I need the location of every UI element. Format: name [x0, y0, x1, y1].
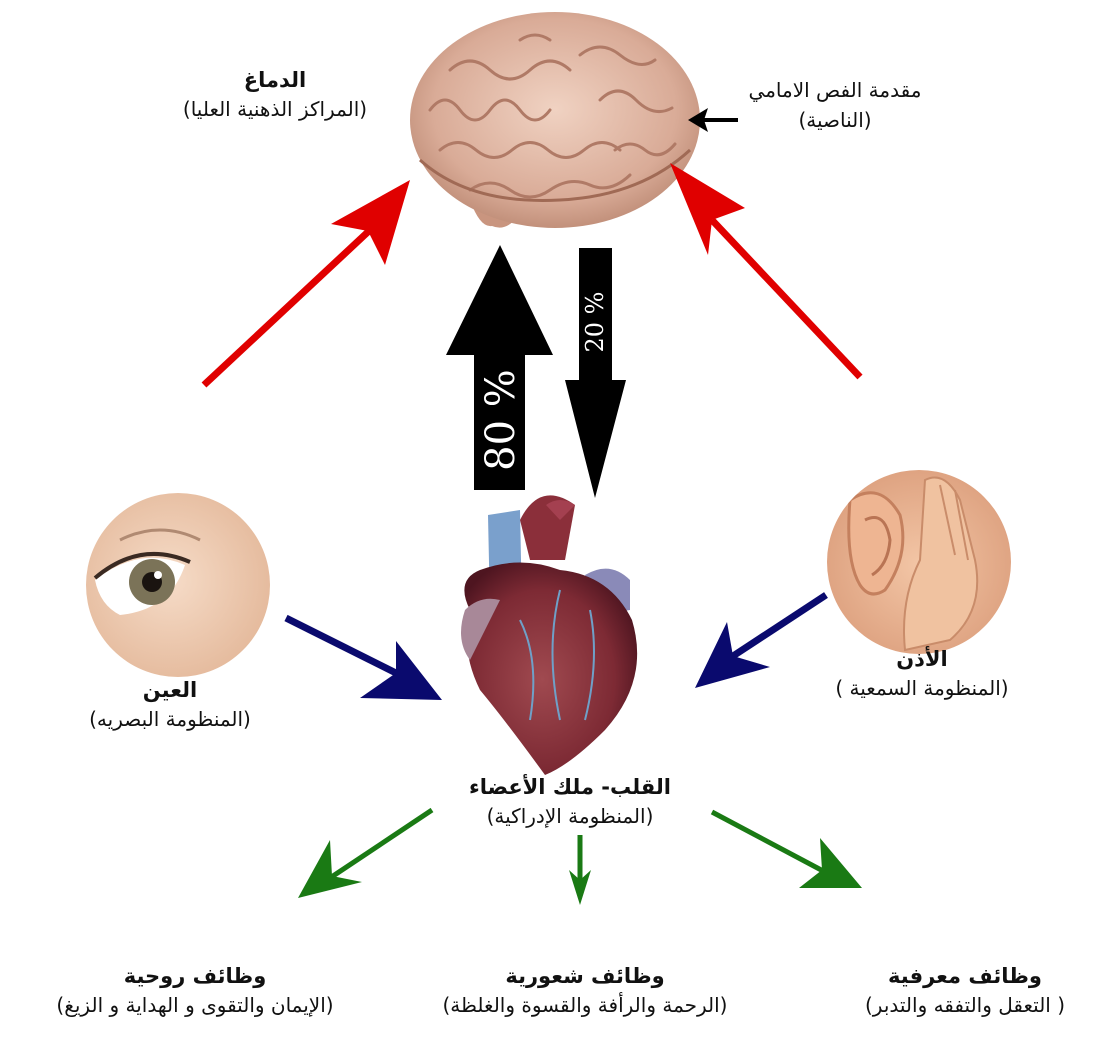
prefrontal-subtitle: (الناصية): [705, 105, 965, 135]
brain-title: الدماغ: [145, 66, 405, 94]
percentage-80: 80 %: [478, 369, 524, 471]
function-cognitive: وظائف معرفية ( التعقل والتفقه والتدبر): [830, 962, 1100, 1020]
brain-subtitle: (المراكز الذهنية العليا): [145, 94, 405, 124]
function-title: وظائف روحية: [5, 962, 385, 990]
function-subtitle: (الإيمان والتقوى و الهداية و الزيغ): [5, 990, 385, 1020]
arrow-brain-to-heart: 20 %: [565, 248, 626, 498]
arrow-heart-to-brain: 80 %: [446, 245, 553, 490]
function-subtitle: (الرحمة والرأفة والقسوة والغلظة): [400, 990, 770, 1020]
heart-label: القلب- ملك الأعضاء (المنظومة الإدراكية): [420, 773, 720, 831]
eye-image: [80, 490, 280, 690]
function-subtitle: ( التعقل والتفقه والتدبر): [830, 990, 1100, 1020]
heart-image: [461, 495, 637, 775]
eye-title: العين: [45, 676, 295, 704]
brain-label: الدماغ (المراكز الذهنية العليا): [145, 66, 405, 124]
arrow-eye-to-brain: [204, 180, 410, 385]
brain-image: [410, 12, 700, 228]
ear-image: [820, 465, 1020, 665]
ear-subtitle: (المنظومة السمعية ): [792, 673, 1052, 703]
arrow-to-cognitive: [712, 812, 862, 888]
eye-label: العين (المنظومة البصريه): [45, 676, 295, 734]
function-title: وظائف معرفية: [830, 962, 1100, 990]
eye-subtitle: (المنظومة البصريه): [45, 704, 295, 734]
ear-label: الأذن (المنظومة السمعية ): [792, 645, 1052, 703]
prefrontal-label: مقدمة الفص الامامي (الناصية): [705, 75, 965, 135]
ear-title: الأذن: [792, 645, 1052, 673]
function-spiritual: وظائف روحية (الإيمان والتقوى و الهداية و…: [5, 962, 385, 1020]
function-title: وظائف شعورية: [400, 962, 770, 990]
prefrontal-title: مقدمة الفص الامامي: [705, 75, 965, 105]
arrow-to-spiritual: [298, 810, 432, 898]
arrow-ear-to-brain: [670, 163, 860, 377]
arrow-eye-to-heart: [286, 618, 442, 700]
arrow-to-emotional: [569, 835, 591, 905]
percentage-20: 20 %: [581, 292, 609, 353]
heart-subtitle: (المنظومة الإدراكية): [420, 801, 720, 831]
function-emotional: وظائف شعورية (الرحمة والرأفة والقسوة وال…: [400, 962, 770, 1020]
heart-title: القلب- ملك الأعضاء: [420, 773, 720, 801]
